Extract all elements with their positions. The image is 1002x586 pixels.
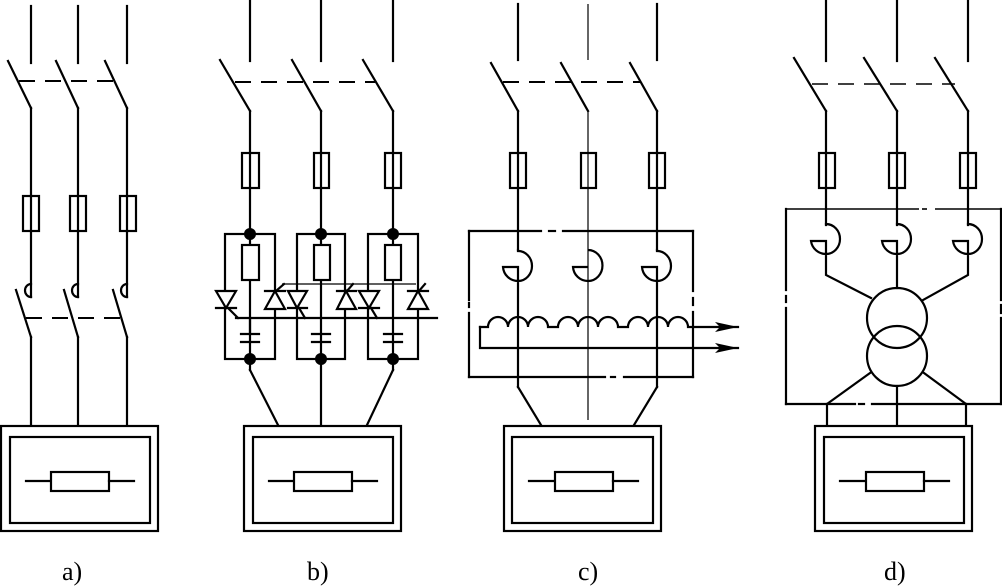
panel-c-reactor-coil xyxy=(478,315,740,353)
panel-c-starter-enclosure xyxy=(467,229,695,379)
panel-d-label: d) xyxy=(884,557,906,586)
panel-d-thermal-relays xyxy=(809,222,984,302)
panel-d-load xyxy=(813,424,974,533)
panel-a-thermal-hooks xyxy=(23,282,129,299)
panel-c-thermal-relays xyxy=(501,248,673,379)
panel-b-supply-lines xyxy=(248,0,395,63)
panel-a: a) xyxy=(0,4,160,586)
panel-b-label: b) xyxy=(307,557,329,586)
thyristor-module-1 xyxy=(214,228,287,365)
thyristor-module-2 xyxy=(286,228,358,365)
panel-c-fuses xyxy=(508,151,667,190)
panel-a-label: a) xyxy=(62,557,82,586)
panel-a-contactor xyxy=(14,288,129,427)
thyristor-module-3 xyxy=(357,228,430,365)
panel-b: b) xyxy=(214,0,439,586)
panel-c-supply-lines xyxy=(516,2,659,62)
panel-d-supply-lines xyxy=(824,0,970,63)
panel-d-transformer xyxy=(825,286,968,428)
panel-d-transformer-enclosure xyxy=(784,207,1002,406)
panel-d-fuses xyxy=(817,151,978,190)
panel-b-isolating-switch xyxy=(218,58,395,113)
panel-b-output-wires xyxy=(248,357,395,427)
arrow-icon xyxy=(715,343,738,353)
panel-a-supply-lines xyxy=(29,4,129,65)
panel-c-label: c) xyxy=(578,557,598,586)
panel-d: d) xyxy=(784,0,1002,586)
panel-a-isolating-switch xyxy=(6,59,129,110)
panel-b-load xyxy=(242,424,403,533)
panel-c-load xyxy=(502,424,663,533)
panel-b-soft-starter xyxy=(214,228,439,365)
panel-c-isolating-switch xyxy=(489,61,659,113)
arrow-icon xyxy=(715,322,738,332)
panel-b-fuses xyxy=(240,151,403,190)
panel-c: c) xyxy=(467,2,740,586)
panel-c-output-wires xyxy=(516,375,659,427)
panel-a-fuses xyxy=(21,194,138,233)
panel-d-isolating-switch xyxy=(792,56,970,113)
panel-a-load xyxy=(0,424,160,533)
